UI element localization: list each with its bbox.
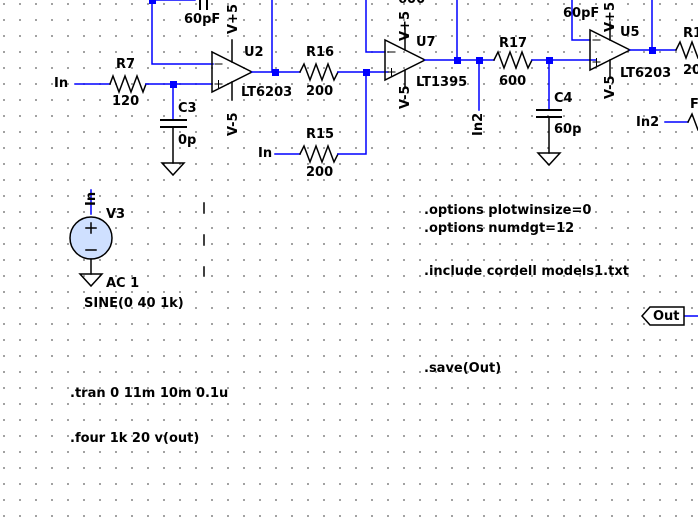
u2-pos-supply: V+5 xyxy=(226,4,241,34)
directive-numdgt[interactable]: .options numdgt=12 xyxy=(424,221,575,236)
c4-value: 60p xyxy=(554,122,582,137)
c3-name: C3 xyxy=(178,101,197,116)
c3-value: 0p xyxy=(178,133,197,148)
v3-name: V3 xyxy=(106,207,126,222)
resistor-partial[interactable] xyxy=(674,39,698,61)
capacitor-c3[interactable] xyxy=(160,119,187,164)
r16-name: R16 xyxy=(306,45,335,60)
net-label-in-r15[interactable]: In xyxy=(258,146,273,161)
u7-name: U7 xyxy=(416,35,436,50)
directive-include[interactable]: .include cordell models1.txt xyxy=(424,264,629,279)
u5-name: U5 xyxy=(620,25,640,40)
r-right-partial-name: R1 xyxy=(683,26,698,41)
c-fb-u2-value: 60pF xyxy=(184,12,221,27)
net-label-in-v3[interactable]: In xyxy=(84,191,99,206)
r17-name: R17 xyxy=(499,36,528,51)
r16-value: 200 xyxy=(306,84,334,99)
directive-four[interactable]: .four 1k 20 v(out) xyxy=(70,431,200,446)
ground-icon xyxy=(78,273,104,288)
capacitor-c4[interactable] xyxy=(536,109,562,154)
sine-source-icon[interactable] xyxy=(69,216,113,275)
wire-u5-feedback[interactable] xyxy=(571,0,653,51)
v3-ac: AC 1 xyxy=(106,276,140,291)
r7-name: R7 xyxy=(116,57,136,72)
ground-icon xyxy=(536,152,562,167)
r-right-partial-value: 20 xyxy=(683,63,698,78)
r-right-partial2-name: F xyxy=(690,97,698,112)
directive-plotwinsize[interactable]: .options plotwinsize=0 xyxy=(424,203,592,218)
resistor-r17[interactable] xyxy=(492,49,534,71)
junction-dots xyxy=(149,0,656,88)
directive-save[interactable]: .save(Out) xyxy=(424,361,502,376)
resistor-partial[interactable] xyxy=(686,112,698,131)
r17-value: 600 xyxy=(499,74,527,89)
wire-u2-feedback[interactable] xyxy=(151,0,273,73)
net-label-out[interactable]: Out xyxy=(653,309,680,324)
ground-icon xyxy=(160,162,186,177)
c-fb-u5-value: 60pF xyxy=(563,6,600,21)
u7-neg-supply: V-5 xyxy=(398,85,413,109)
out-port-icon[interactable] xyxy=(640,306,685,326)
u5-pos-supply: V+5 xyxy=(603,2,618,32)
net-label-in2-right[interactable]: In2 xyxy=(636,115,660,130)
u7-pos-supply: V+5 xyxy=(398,11,413,41)
net-label-in2[interactable]: In2 xyxy=(471,112,486,136)
capacitor-c-fb-u2[interactable] xyxy=(199,0,208,10)
resistor-r15[interactable] xyxy=(298,143,340,165)
u5-model: LT6203 xyxy=(620,66,672,81)
u2-name: U2 xyxy=(244,45,264,60)
resistor-r16[interactable] xyxy=(298,61,340,83)
r7-value: 120 xyxy=(112,94,140,109)
opamp-icon[interactable] xyxy=(211,39,276,101)
wire-r15-node[interactable] xyxy=(337,71,367,155)
u7-model: LT1395 xyxy=(416,75,468,90)
opamp-icon[interactable] xyxy=(384,27,459,89)
wire-u7-feedback[interactable] xyxy=(365,0,458,61)
u2-model: LT6203 xyxy=(241,85,293,100)
r15-name: R15 xyxy=(306,127,335,142)
u2-neg-supply: V-5 xyxy=(226,112,241,136)
u5-neg-supply: V-5 xyxy=(603,75,618,99)
directive-tran[interactable]: .tran 0 11m 10m 0.1u xyxy=(70,386,229,401)
c4-name: C4 xyxy=(554,91,573,106)
resistor-r7[interactable] xyxy=(109,73,147,95)
r15-value: 200 xyxy=(306,165,334,180)
net-label-in[interactable]: In xyxy=(54,76,69,91)
v3-source: SINE(0 40 1k) xyxy=(84,296,184,311)
r-top-partial-value: 600 xyxy=(398,0,425,7)
